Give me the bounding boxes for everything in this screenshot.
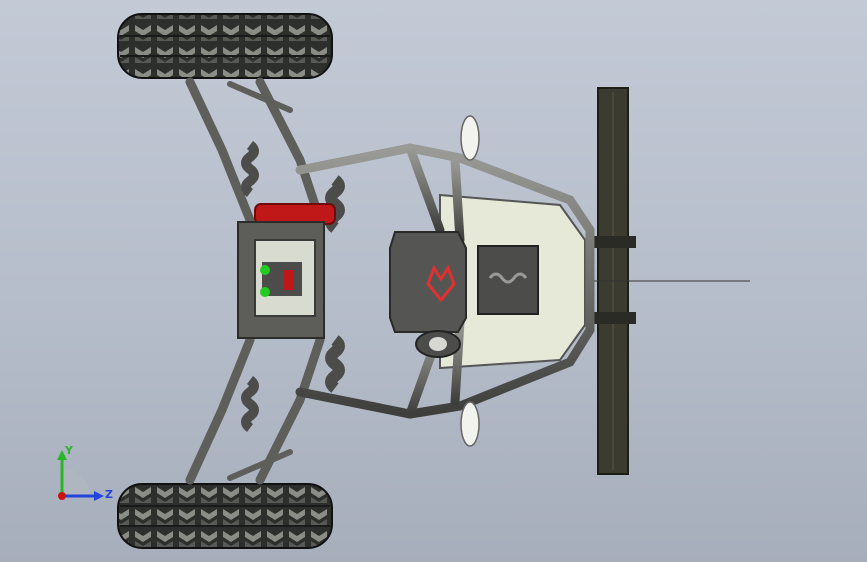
suspension-arms[interactable] bbox=[185, 77, 325, 485]
mirror-bottom[interactable] bbox=[460, 401, 480, 447]
triad-y-label: Y bbox=[64, 444, 74, 457]
triad-z-label: Z bbox=[105, 488, 113, 501]
front-tire-bottom[interactable] bbox=[117, 483, 333, 549]
exhaust[interactable] bbox=[415, 330, 461, 358]
mirror-top[interactable] bbox=[460, 115, 480, 161]
triad-y-arrow bbox=[57, 450, 67, 460]
brand-logo bbox=[426, 264, 456, 303]
seat-body[interactable] bbox=[389, 231, 467, 333]
rear-spring[interactable] bbox=[477, 245, 539, 315]
engine-block[interactable] bbox=[237, 221, 325, 339]
triad-quadrant-shading bbox=[62, 468, 90, 496]
roll-cage[interactable] bbox=[236, 143, 595, 419]
triad-z-arrow bbox=[94, 491, 104, 501]
orientation-triad[interactable]: Y Z bbox=[48, 440, 118, 510]
triad-origin bbox=[58, 492, 66, 500]
front-tire-top[interactable] bbox=[117, 13, 333, 79]
